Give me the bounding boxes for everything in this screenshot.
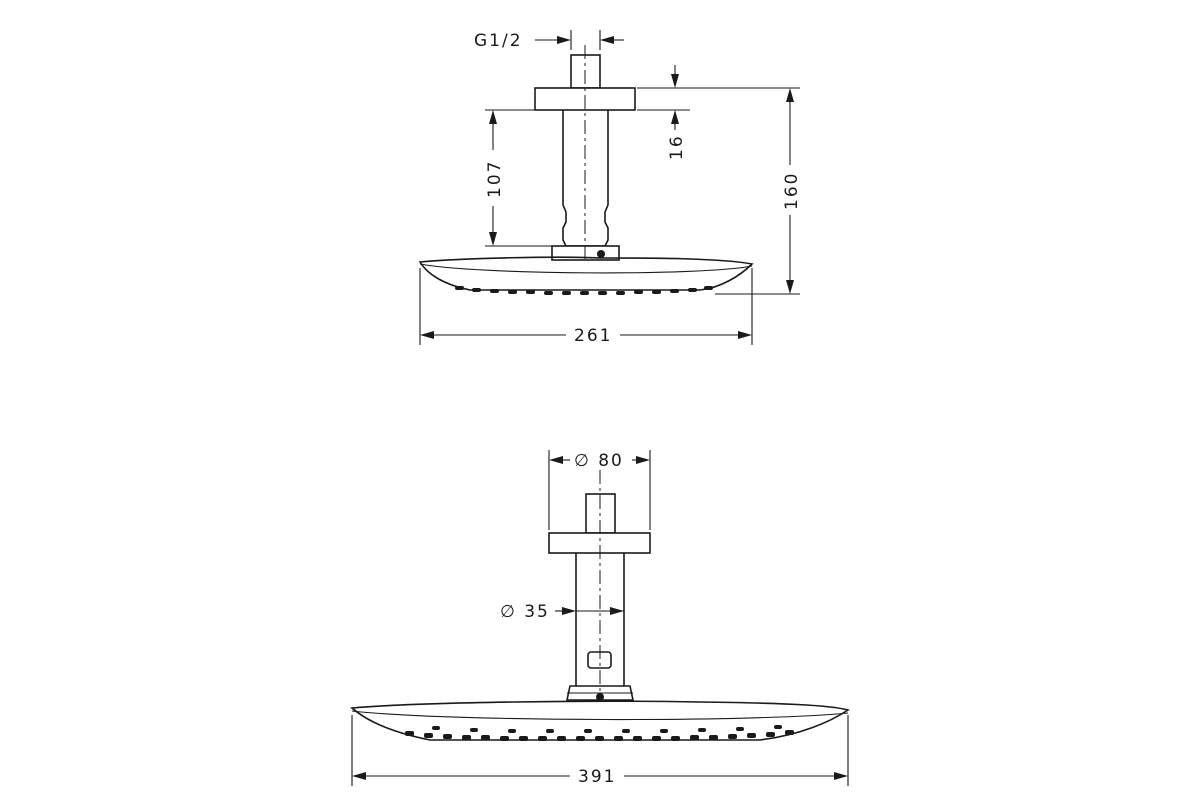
side-shower-head xyxy=(418,256,754,291)
dim-arm-length: 107 xyxy=(485,109,552,247)
side-ball-joint xyxy=(597,250,605,258)
dim-side-width: 261 xyxy=(419,268,753,346)
dim-thread-label: G1/2 xyxy=(474,31,523,51)
dim-total-height-label: 160 xyxy=(782,172,802,210)
dim-flange-thickness: 16 xyxy=(637,65,690,160)
front-connector xyxy=(566,685,634,701)
dim-flange-thickness-label: 16 xyxy=(667,134,687,160)
dim-front-width-label: 391 xyxy=(578,767,616,787)
dim-side-width-label: 261 xyxy=(574,326,612,346)
dim-total-height: 160 xyxy=(637,87,802,295)
dim-arm-diameter-label: ∅ 35 xyxy=(500,602,550,622)
front-head-inner-line xyxy=(351,710,849,721)
dim-flange-diameter: ∅ 80 xyxy=(548,450,651,530)
side-view: G1/2 16 107 xyxy=(418,30,802,346)
dim-arm-diameter: ∅ 35 xyxy=(500,602,624,622)
front-nozzles xyxy=(405,725,794,741)
front-arm xyxy=(575,553,625,686)
dim-thread: G1/2 xyxy=(474,30,624,51)
dim-front-width: 391 xyxy=(351,715,849,787)
side-head-inner-line xyxy=(419,263,753,274)
dim-arm-length-label: 107 xyxy=(485,160,505,198)
front-shower-head xyxy=(350,700,850,741)
side-nozzles xyxy=(455,286,713,295)
dim-flange-diameter-label: ∅ 80 xyxy=(574,451,624,471)
front-view: ∅ 80 ∅ 35 391 xyxy=(350,450,850,787)
